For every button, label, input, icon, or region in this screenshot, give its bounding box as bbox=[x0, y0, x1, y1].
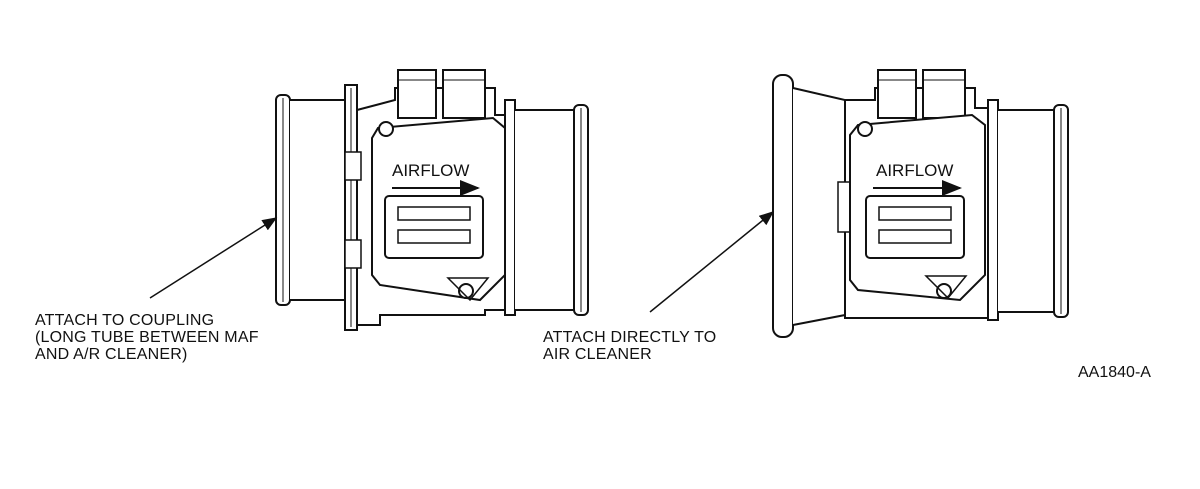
left-maf-sensor bbox=[275, 69, 589, 331]
left-inlet-tube bbox=[290, 99, 346, 301]
left-callout-text: ATTACH TO COUPLING (LONG TUBE BETWEEN MA… bbox=[35, 312, 259, 363]
left-callout-line-3: AND A/R CLEANER) bbox=[35, 346, 188, 363]
figure-reference-id: AA1840-A bbox=[1078, 364, 1151, 381]
right-bell-tube bbox=[792, 87, 846, 326]
right-airflow-label: AIRFLOW bbox=[876, 161, 953, 180]
left-sensor-grille bbox=[384, 195, 484, 259]
left-outlet-tube bbox=[515, 109, 581, 311]
right-callout-text: ATTACH DIRECTLY TO AIR CLEANER bbox=[543, 329, 716, 363]
left-connector-b bbox=[442, 69, 486, 119]
right-sensor-grille bbox=[865, 195, 965, 259]
right-outlet-tube bbox=[998, 109, 1061, 313]
right-bell-flange bbox=[772, 74, 794, 338]
right-callout-line-2: AIR CLEANER bbox=[543, 346, 652, 363]
left-callout-line-1: ATTACH TO COUPLING bbox=[35, 312, 215, 329]
right-maf-sensor bbox=[772, 69, 1069, 338]
right-connector-a bbox=[877, 69, 917, 119]
right-callout-line-1: ATTACH DIRECTLY TO bbox=[543, 329, 717, 346]
right-leader-line bbox=[649, 211, 775, 313]
right-connector-b bbox=[922, 69, 966, 119]
left-callout-line-2: (LONG TUBE BETWEEN MAF bbox=[35, 329, 259, 346]
left-connector-a bbox=[397, 69, 437, 119]
left-airflow-label: AIRFLOW bbox=[392, 161, 469, 180]
left-leader-line bbox=[149, 217, 278, 299]
